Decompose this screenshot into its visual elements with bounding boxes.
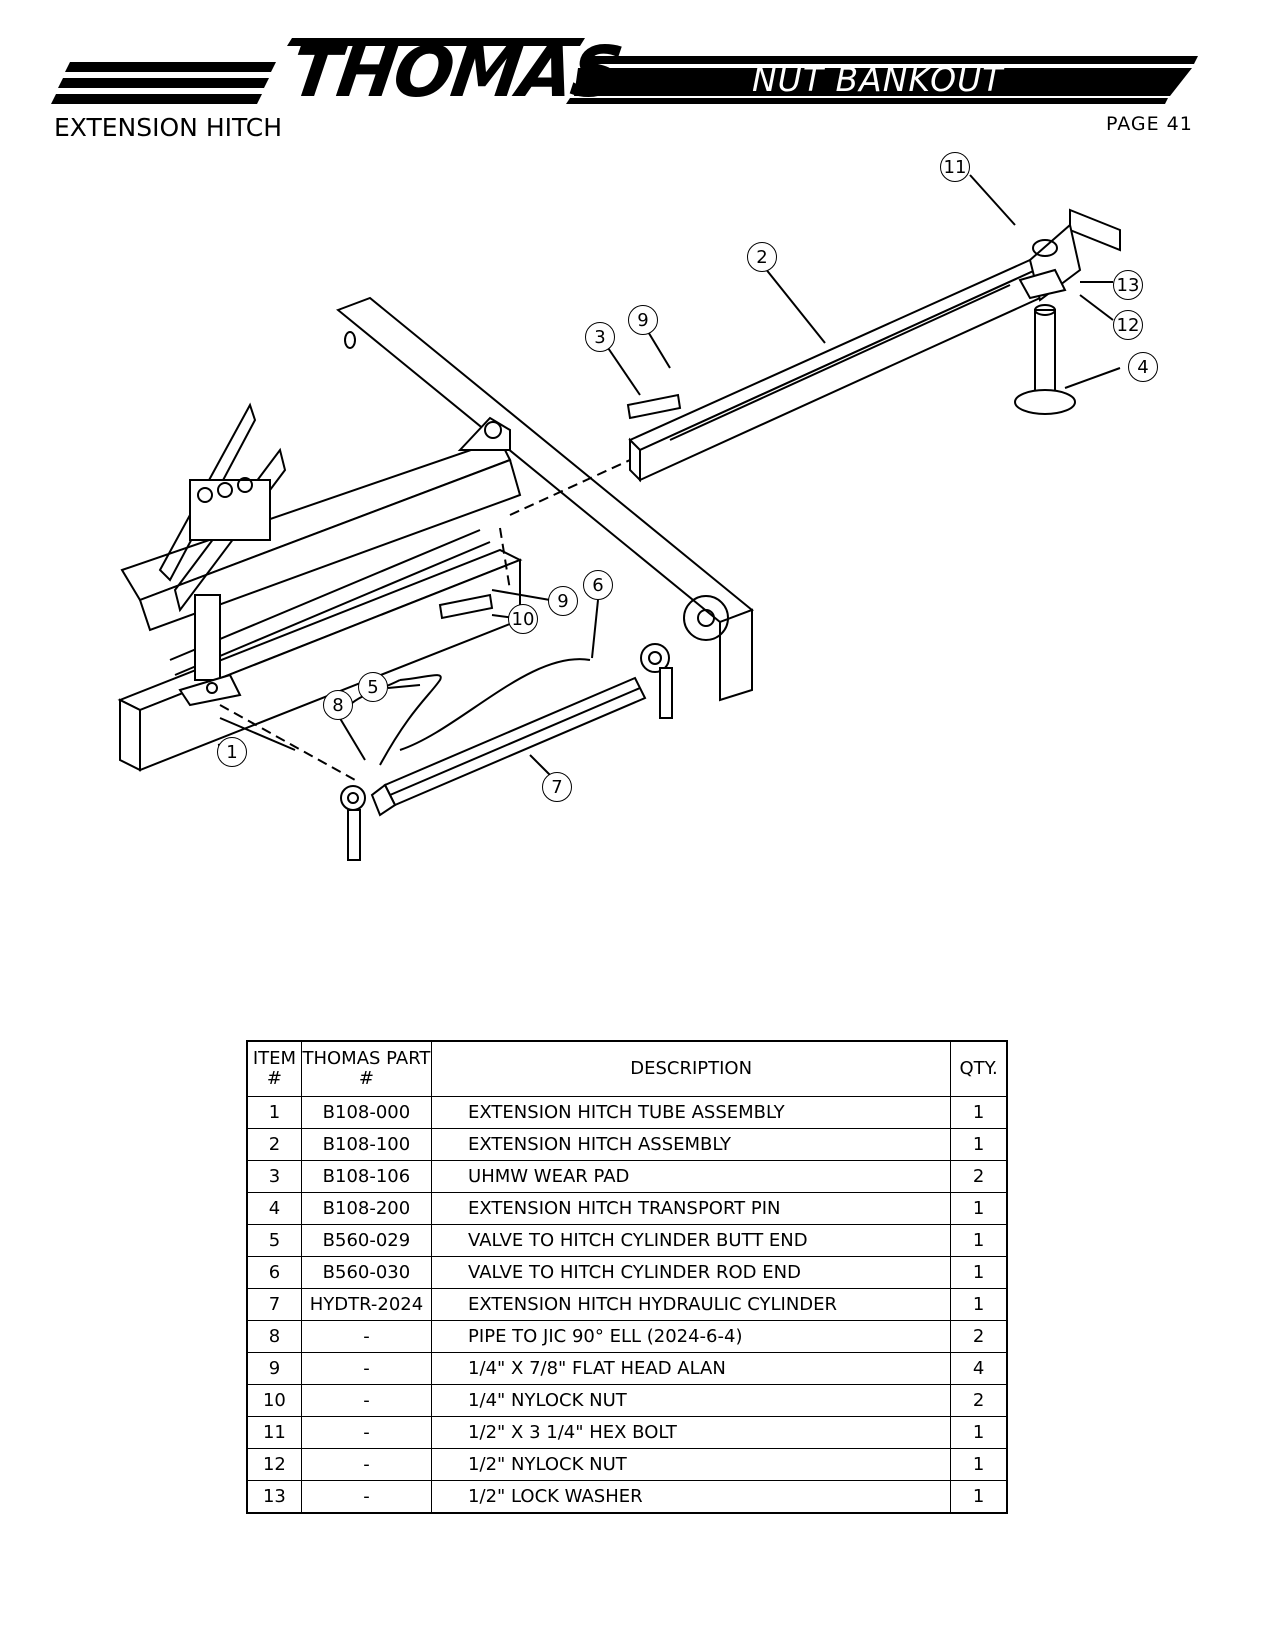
cell-part: B108-000 (300, 1096, 433, 1129)
header-qty: QTY. (950, 1040, 1008, 1097)
callout-13: 13 (1113, 270, 1143, 300)
cell-part: - (300, 1352, 433, 1385)
cell-part: HYDTR-2024 (300, 1288, 433, 1321)
cell-item: 7 (246, 1288, 302, 1321)
cell-qty: 2 (950, 1384, 1008, 1417)
parts-table-header: ITEM # THOMAS PART # DESCRIPTION QTY. (246, 1040, 1008, 1097)
page-number: PAGE 41 (1106, 113, 1193, 135)
cell-item: 3 (246, 1160, 302, 1193)
callout-2: 2 (747, 242, 777, 272)
callout-9-upper: 9 (628, 305, 658, 335)
cell-description: 1/4" X 7/8" FLAT HEAD ALAN (431, 1352, 952, 1385)
cell-qty: 1 (950, 1224, 1008, 1257)
cell-part: B560-029 (300, 1224, 433, 1257)
header-description: DESCRIPTION (431, 1040, 952, 1097)
cell-item: 1 (246, 1096, 302, 1129)
cell-description: UHMW WEAR PAD (431, 1160, 952, 1193)
brand-logo: THOMAS (286, 31, 626, 113)
cell-qty: 1 (950, 1448, 1008, 1481)
cell-qty: 1 (950, 1480, 1008, 1514)
callout-9-lower: 9 (548, 586, 578, 616)
document-subtitle: NUT BANKOUT (752, 60, 1004, 99)
cell-qty: 2 (950, 1320, 1008, 1353)
cell-part: - (300, 1480, 433, 1514)
cell-part: B108-200 (300, 1192, 433, 1225)
callout-10: 10 (508, 604, 538, 634)
cell-item: 10 (246, 1384, 302, 1417)
cell-description: EXTENSION HITCH TUBE ASSEMBLY (431, 1096, 952, 1129)
cell-part: - (300, 1448, 433, 1481)
cell-part: - (300, 1384, 433, 1417)
page-header: THOMAS NUT BANKOUT EXTENSION HITCH PAGE … (0, 0, 1275, 160)
cell-part: B560-030 (300, 1256, 433, 1289)
cell-item: 4 (246, 1192, 302, 1225)
callout-5: 5 (358, 672, 388, 702)
cell-item: 6 (246, 1256, 302, 1289)
cell-description: EXTENSION HITCH ASSEMBLY (431, 1128, 952, 1161)
cell-description: 1/4" NYLOCK NUT (431, 1384, 952, 1417)
cell-description: VALVE TO HITCH CYLINDER BUTT END (431, 1224, 952, 1257)
cell-qty: 2 (950, 1160, 1008, 1193)
cell-item: 8 (246, 1320, 302, 1353)
section-title: EXTENSION HITCH (54, 113, 283, 142)
hitch-drawing (117, 174, 1121, 861)
cell-description: PIPE TO JIC 90° ELL (2024-6-4) (431, 1320, 952, 1353)
callout-3: 3 (585, 322, 615, 352)
cell-description: 1/2" NYLOCK NUT (431, 1448, 952, 1481)
header-part: THOMAS PART # (300, 1040, 433, 1097)
cell-item: 9 (246, 1352, 302, 1385)
callout-7: 7 (542, 772, 572, 802)
cell-description: 1/2" X 3 1/4" HEX BOLT (431, 1416, 952, 1449)
cell-description: 1/2" LOCK WASHER (431, 1480, 952, 1514)
callout-8: 8 (323, 690, 353, 720)
header-stripes (51, 38, 1198, 104)
cell-part: - (300, 1320, 433, 1353)
cell-description: EXTENSION HITCH HYDRAULIC CYLINDER (431, 1288, 952, 1321)
callout-1: 1 (217, 737, 247, 767)
cell-qty: 1 (950, 1256, 1008, 1289)
callout-4: 4 (1128, 352, 1158, 382)
cell-part: B108-100 (300, 1128, 433, 1161)
cell-description: EXTENSION HITCH TRANSPORT PIN (431, 1192, 952, 1225)
callout-6: 6 (583, 570, 613, 600)
cell-item: 5 (246, 1224, 302, 1257)
header-item: ITEM # (246, 1040, 302, 1097)
cell-item: 13 (246, 1480, 302, 1514)
cell-qty: 4 (950, 1352, 1008, 1385)
exploded-parts-drawing: 1 2 3 4 5 6 7 8 9 9 10 11 12 13 (80, 150, 1220, 930)
cell-item: 11 (246, 1416, 302, 1449)
cell-part: B108-106 (300, 1160, 433, 1193)
cell-item: 12 (246, 1448, 302, 1481)
cell-qty: 1 (950, 1096, 1008, 1129)
table-row: 8-PIPE TO JIC 90° ELL (2024-6-4)2 (246, 1320, 1008, 1353)
cell-qty: 1 (950, 1288, 1008, 1321)
cell-description: VALVE TO HITCH CYLINDER ROD END (431, 1256, 952, 1289)
callout-11: 11 (940, 152, 970, 182)
cell-qty: 1 (950, 1192, 1008, 1225)
cell-part: - (300, 1416, 433, 1449)
callout-12: 12 (1113, 310, 1143, 340)
cell-item: 2 (246, 1128, 302, 1161)
cell-qty: 1 (950, 1128, 1008, 1161)
cell-qty: 1 (950, 1416, 1008, 1449)
